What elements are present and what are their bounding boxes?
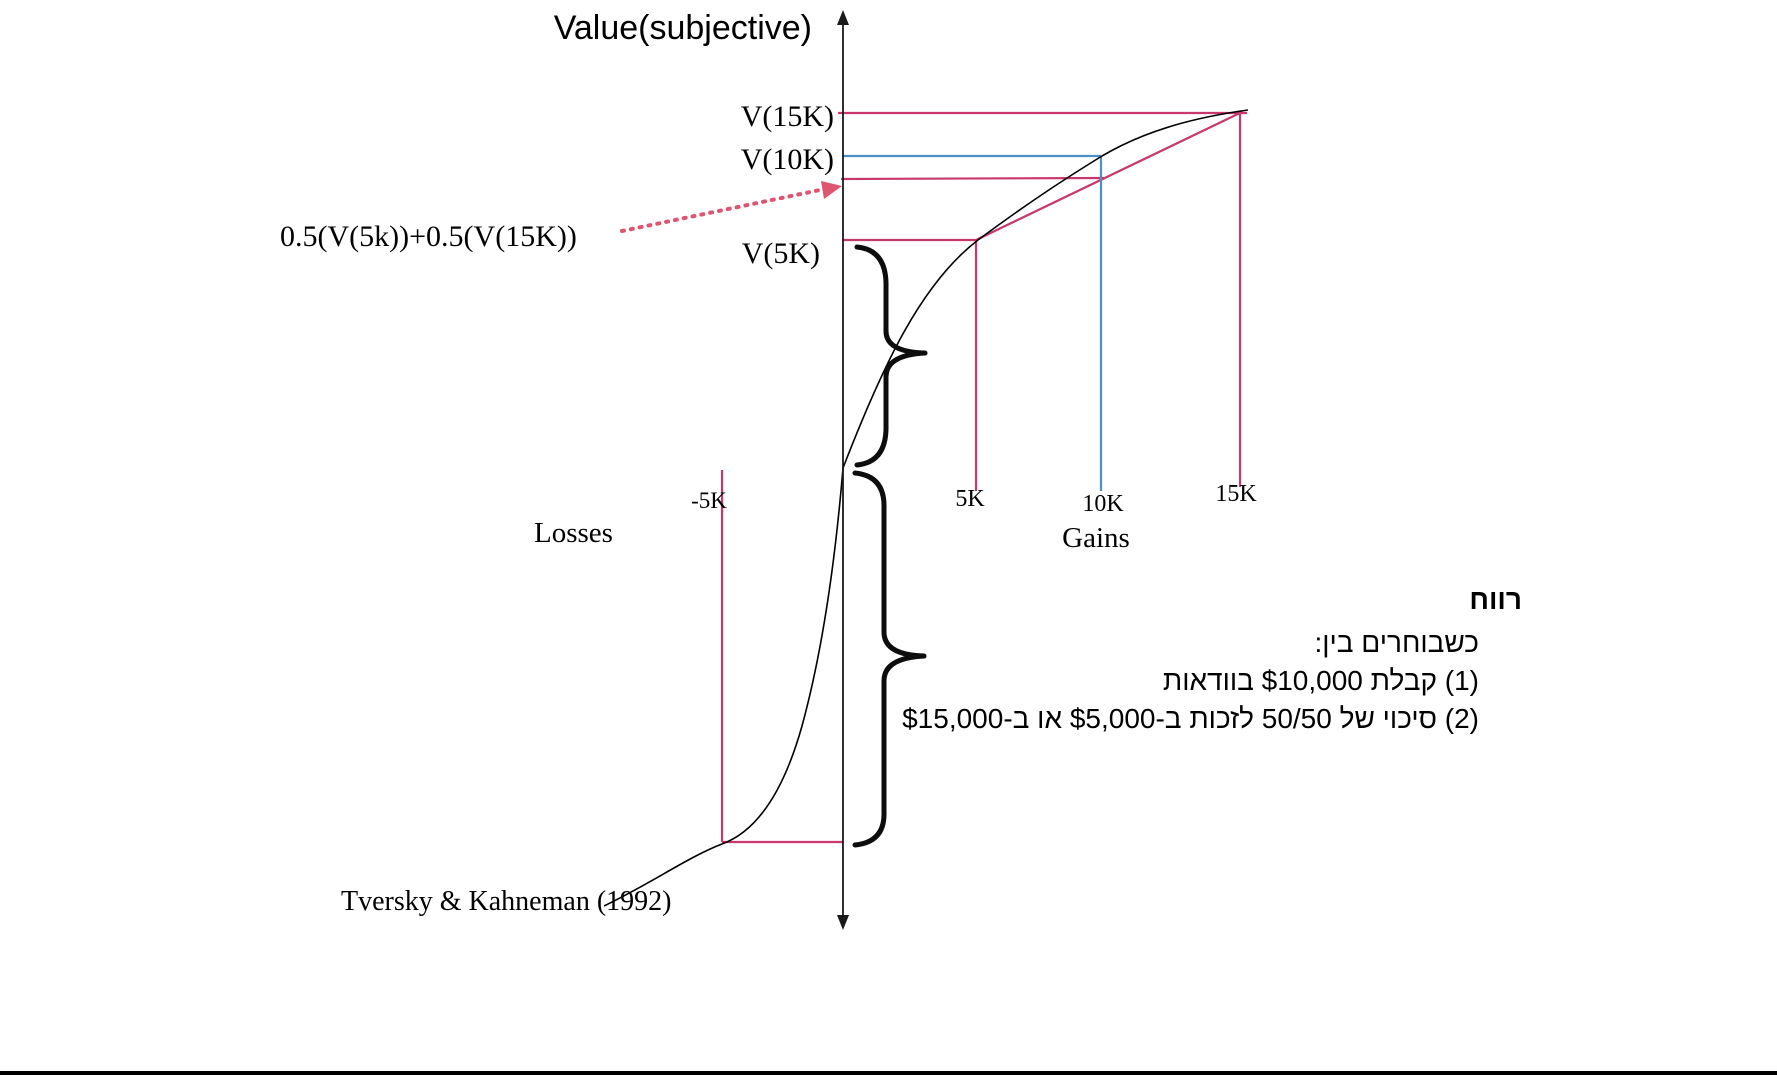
axis-down-arrow-icon (837, 915, 849, 930)
losses-label: Losses (534, 517, 613, 549)
blue-reference-lines (842, 154, 1103, 491)
gains-label: Gains (1062, 522, 1130, 554)
bottom-border-rule (0, 1071, 1777, 1075)
hebrew-note-intro: כשבוחרים בין: (1314, 627, 1479, 658)
gamble-chord-line (975, 111, 1243, 241)
loss-value-brace (852, 470, 927, 848)
tick-15k: 15K (1215, 481, 1257, 507)
figure-title: Value(subjective) (554, 9, 812, 47)
hebrew-note-body: כשבוחרים בין: (1) קבלת $10,000 בוודאות (… (902, 624, 1479, 738)
citation-label: Tversky & Kahneman (1992) (341, 886, 671, 917)
v10k-label: V(10K) (741, 143, 834, 176)
hebrew-note-heading: רווח (1469, 584, 1522, 615)
axis-up-arrow-icon (837, 10, 849, 25)
v15k-label: V(15K) (741, 100, 834, 133)
tick-minus-5k: -5K (691, 488, 727, 513)
gain-value-brace (854, 244, 928, 468)
expected-value-hline (840, 176, 1105, 181)
pink-reference-lines (720, 111, 1247, 844)
hebrew-note-option-1: (1) קבלת $10,000 בוודאות (1162, 665, 1479, 696)
tick-10k: 10K (1082, 491, 1124, 517)
v5k-label: V(5K) (742, 237, 820, 270)
expected-value-arrowhead-icon (821, 181, 842, 199)
expected-value-arrow (620, 188, 822, 233)
tick-5k: 5K (955, 486, 985, 512)
expected-value-formula-label: 0.5(V(5k))+0.5(V(15K)) (280, 220, 577, 253)
hebrew-note-option-2: (2) סיכוי של 50/50 לזכות ב-$5,000 או ב-$… (902, 703, 1479, 734)
